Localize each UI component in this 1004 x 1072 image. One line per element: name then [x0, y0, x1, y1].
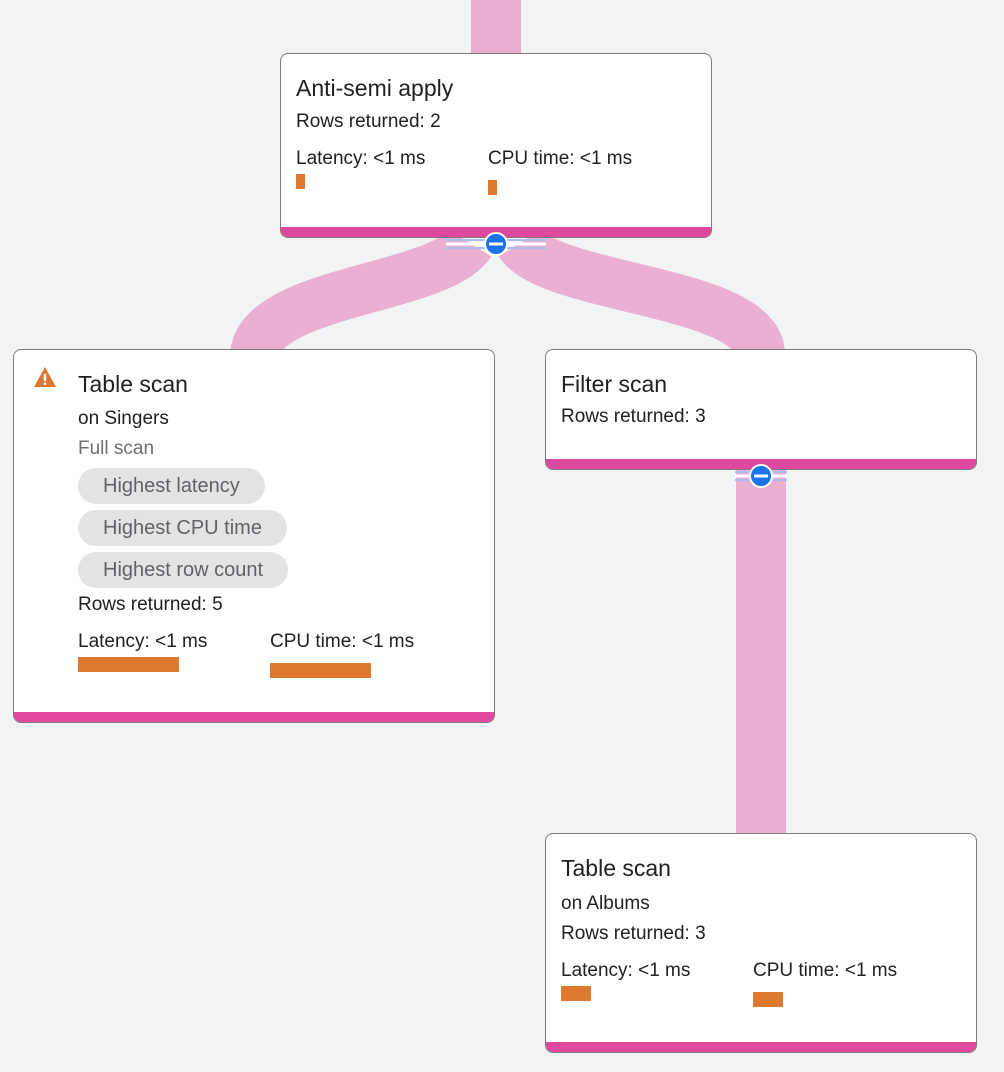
badge-highest-cpu-time: Highest CPU time: [78, 510, 287, 546]
node-title: Anti-semi apply: [296, 75, 454, 101]
table-name: on Albums: [561, 893, 650, 914]
node-table-scan-singers[interactable]: Table scan on Singers Full scan Highest …: [13, 349, 495, 723]
collapse-button-filter-scan[interactable]: [709, 464, 813, 488]
edge-anti-semi-to-filter-scan: [498, 226, 785, 360]
node-title: Table scan: [561, 855, 671, 881]
badge-highest-row-count: Highest row count: [78, 552, 289, 588]
table-name: on Singers: [78, 408, 169, 429]
warning-triangle-icon: [34, 367, 56, 387]
latency-label: Latency: <1 ms: [78, 631, 208, 652]
cpu-time-bar: [488, 180, 497, 195]
cpu-time-label: CPU time: <1 ms: [270, 631, 415, 652]
latency-bar: [561, 986, 591, 1001]
edge-anti-semi-to-table-singers: [230, 226, 492, 361]
rows-returned: Rows returned: 2: [296, 111, 441, 132]
collapse-minus-icon: [735, 464, 787, 488]
cpu-time-bar: [753, 992, 783, 1007]
node-anti-semi-apply[interactable]: Anti-semi apply Rows returned: 2 Latency…: [280, 53, 712, 238]
rows-returned: Rows returned: 3: [561, 406, 706, 427]
badge-highest-latency: Highest latency: [78, 468, 265, 504]
node-footer: [546, 1042, 976, 1052]
node-filter-scan[interactable]: Filter scan Rows returned: 3: [545, 349, 977, 470]
latency-bar: [296, 174, 305, 189]
cpu-time-bar: [270, 663, 371, 678]
collapse-button-anti-semi[interactable]: [444, 232, 548, 256]
cpu-time-label: CPU time: <1 ms: [488, 148, 633, 169]
node-title: Filter scan: [561, 371, 668, 397]
scan-type: Full scan: [78, 438, 155, 459]
collapse-minus-icon: [446, 232, 546, 256]
latency-label: Latency: <1 ms: [561, 960, 691, 981]
cpu-time-label: CPU time: <1 ms: [753, 960, 898, 981]
latency-label: Latency: <1 ms: [296, 148, 426, 169]
rows-returned: Rows returned: 3: [561, 923, 706, 944]
rows-returned: Rows returned: 5: [78, 594, 223, 615]
node-title: Table scan: [78, 371, 188, 397]
latency-bar: [78, 657, 179, 672]
node-footer: [14, 712, 494, 722]
node-table-scan-albums[interactable]: Table scan on Albums Rows returned: 3 La…: [545, 833, 977, 1053]
